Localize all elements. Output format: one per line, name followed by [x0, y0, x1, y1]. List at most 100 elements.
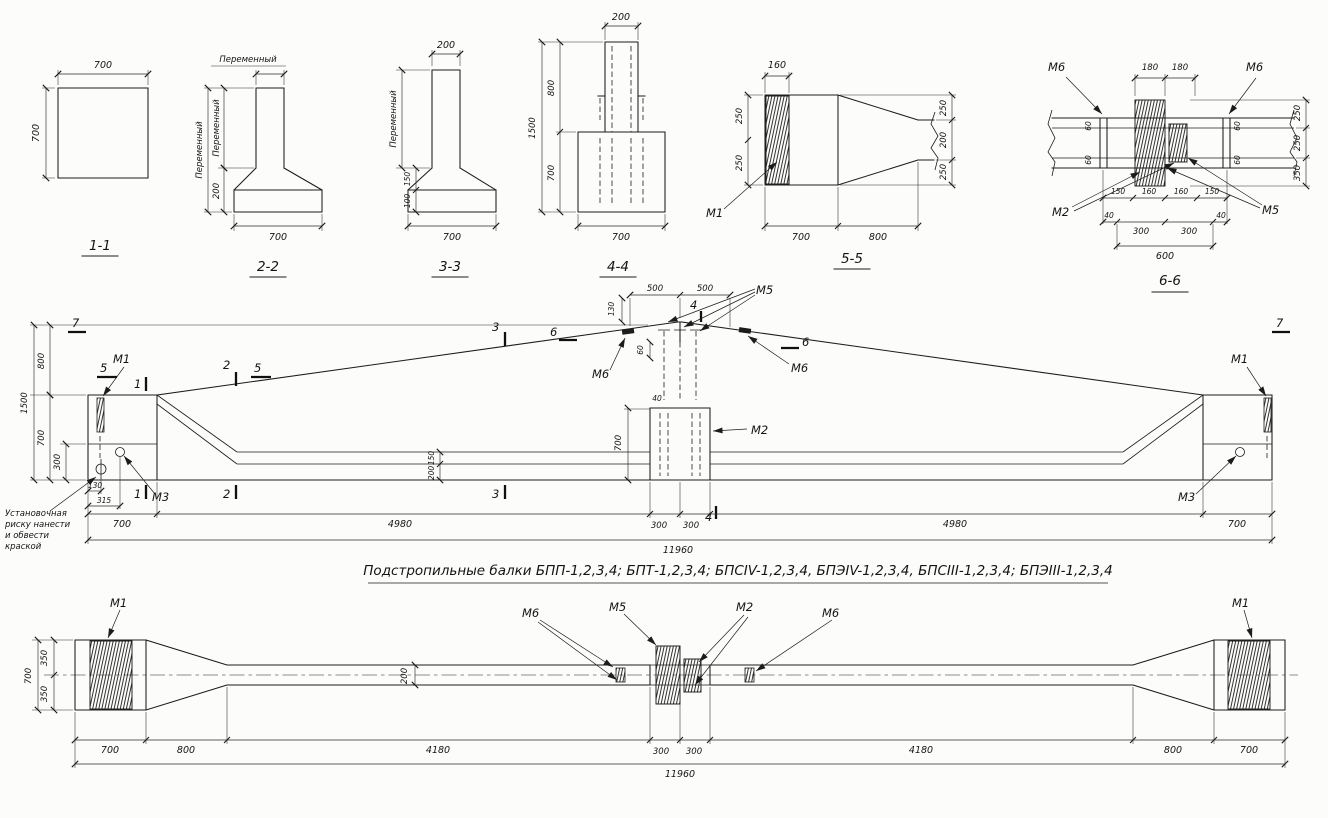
dim-label-150: 150 [427, 451, 436, 466]
leader-m1 [723, 161, 778, 210]
dim-ticks [153, 510, 1207, 518]
dim-label-160: 160 [1174, 187, 1189, 196]
mark-m6: М6 [791, 361, 808, 375]
dim-label-60: 60 [1084, 121, 1093, 131]
leader-m6 [1065, 76, 1103, 115]
section-view-1-1: 700 700 1-1 [31, 60, 152, 257]
dim-label-60: 60 [1233, 121, 1242, 131]
mark-m5: М5 [1262, 203, 1279, 217]
dim-label-250: 250 [735, 108, 745, 124]
base-outline [407, 189, 497, 213]
dim-label-350: 350 [40, 686, 50, 702]
dim-label-800: 800 [869, 232, 887, 243]
note-line: риску нанести [4, 520, 71, 530]
dim-label-160: 160 [768, 60, 786, 71]
ext-lines [538, 22, 639, 213]
leader-m5 [623, 613, 657, 646]
mark-m5: М5 [609, 600, 626, 614]
dim-label-200: 200 [427, 466, 436, 481]
section-view-6-6: 180 180 М6 М6 60 60 60 60 250 250 350 15… [1047, 60, 1310, 293]
section-view-3-3: 200 Переменный 150 100 700 3-3 [389, 40, 500, 278]
cut-mark-1: 1 [134, 377, 141, 391]
leader-m3 [1195, 455, 1237, 495]
dim-label-700: 700 [37, 430, 47, 446]
hidden-bolts [599, 138, 644, 206]
cut-mark-6: 6 [802, 335, 809, 349]
dim-label-800: 800 [37, 353, 47, 369]
joint-plate-hatch-small [1168, 123, 1188, 163]
dim-label-60: 60 [1084, 155, 1093, 165]
leader-m2 [694, 616, 749, 686]
end-block-outline [764, 94, 839, 186]
cut-mark-5: 5 [254, 361, 261, 375]
mark-m6: М6 [1048, 60, 1065, 74]
leader-m5 [1166, 167, 1261, 209]
dim-label-800: 800 [177, 745, 195, 756]
section-view-2-2: Переменный Переменный Переменный 200 700… [195, 55, 326, 278]
stem-outline [255, 87, 285, 169]
section-label: 5-5 [841, 251, 863, 267]
cut-mark-7: 7 [1276, 316, 1284, 330]
ext-lines-apex [629, 298, 731, 327]
mark-m6: М6 [522, 606, 539, 620]
mark-m6: М6 [592, 367, 609, 381]
dim-label-4980: 4980 [943, 519, 967, 530]
base-outline [233, 189, 323, 213]
dim-tick [676, 291, 684, 299]
dim-label-bottom: 700 [612, 232, 630, 243]
dim-label-top: 200 [612, 12, 630, 23]
dim-label-top: 200 [437, 40, 455, 51]
cut-mark-7: 7 [72, 316, 80, 330]
dim-label-150: 150 [403, 172, 412, 187]
mark-m1: М1 [1232, 596, 1249, 610]
leader-m2 [1071, 171, 1141, 208]
stem-outline [431, 69, 461, 169]
dim-label-700: 700 [113, 519, 131, 530]
leader-m5 [1187, 157, 1263, 206]
center-block-outline [649, 407, 711, 481]
dim-tick [744, 136, 752, 144]
dim-label-800: 800 [1164, 745, 1182, 756]
dim-label-700: 700 [1228, 519, 1246, 530]
stem-outline [604, 41, 639, 133]
cut-mark-2: 2 [223, 358, 230, 372]
dim-label-40: 40 [1216, 211, 1226, 220]
dim-label-variable: Переменный [389, 90, 399, 148]
cut-mark-5: 5 [100, 361, 107, 375]
dim-label-60: 60 [1233, 155, 1242, 165]
dim-label-300: 300 [653, 747, 669, 757]
m3-loop-right [1235, 447, 1245, 457]
ext-lines-left [30, 324, 648, 481]
dim-label-315: 315 [97, 496, 112, 505]
dim-label-bottom: 700 [443, 232, 461, 243]
leader-note [49, 476, 97, 512]
dim-tick [834, 222, 842, 230]
plate-edges [1099, 117, 1231, 169]
section-1-1-outline [57, 87, 149, 179]
section-label: 4-4 [607, 259, 629, 275]
dim-label-300: 300 [683, 521, 699, 531]
dim-label-200: 200 [400, 668, 410, 684]
dim-label-300: 300 [686, 747, 702, 757]
dim-label-250: 250 [1293, 105, 1303, 121]
dim-label-variable-top: Переменный [219, 55, 277, 65]
leader-m2 [712, 427, 748, 434]
cut-mark-3: 3 [492, 487, 499, 501]
m1-plate-hatch-left [89, 640, 133, 710]
m6-plate-left [615, 667, 626, 683]
apex-bolts [663, 331, 697, 400]
mark-m5: М5 [756, 283, 773, 297]
leader-m5 [683, 291, 756, 328]
leader-m6 [609, 337, 626, 371]
note-line: краской [5, 542, 42, 552]
dim-ticks [1113, 218, 1217, 226]
mark-m3: М3 [1178, 490, 1195, 504]
leader-m6 [1228, 77, 1257, 115]
mark-m1: М1 [1231, 352, 1248, 366]
joint-plate-hatch [1134, 99, 1166, 187]
mark-m1: М1 [113, 352, 130, 366]
dim-tick [50, 671, 58, 679]
leader-m6 [539, 619, 614, 668]
dim-label-250: 250 [1293, 135, 1303, 151]
